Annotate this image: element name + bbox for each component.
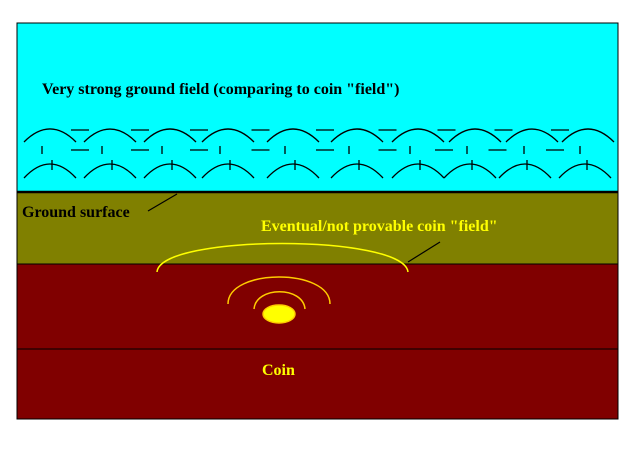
ground-field-marks (23, 128, 615, 179)
field-arc (23, 128, 77, 143)
field-arc (498, 163, 552, 179)
air-layer (16, 22, 619, 193)
field-arc (443, 163, 497, 179)
coin-field-arc (156, 242, 409, 273)
topsoil-layer (16, 191, 619, 265)
coin-label: Coin (262, 362, 295, 379)
ground-field-label: Very strong ground field (comparing to c… (42, 81, 399, 98)
field-arc (391, 163, 445, 179)
field-arc (558, 163, 612, 179)
field-arc (330, 163, 384, 179)
field-arc (505, 128, 559, 143)
subsoil-layer (16, 263, 619, 350)
deep-soil-layer (16, 348, 619, 420)
ground-surface-leader (147, 193, 178, 212)
coin-shape (262, 304, 296, 324)
coin-ring-outer (227, 276, 331, 305)
field-arc (23, 163, 77, 179)
coin-field-leader (407, 241, 441, 263)
field-arc (561, 128, 615, 143)
field-arc (83, 128, 137, 143)
field-arc (143, 128, 197, 143)
field-arc (201, 128, 255, 143)
ground-surface-label: Ground surface (22, 204, 130, 221)
field-arc (448, 128, 502, 143)
field-arc (266, 163, 320, 179)
field-arc (266, 128, 320, 143)
field-arc (391, 128, 445, 143)
field-arc (201, 163, 255, 179)
field-arc (83, 163, 137, 179)
field-arc (143, 163, 197, 179)
field-arc (330, 128, 384, 143)
coin-ring-inner (253, 291, 306, 310)
coin-field-label: Eventual/not provable coin "field" (261, 218, 498, 235)
